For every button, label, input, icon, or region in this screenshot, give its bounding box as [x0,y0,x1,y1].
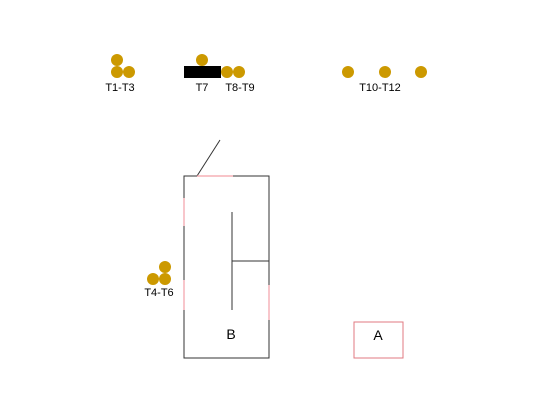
token-group-t7[interactable]: T7 [184,54,221,94]
token[interactable] [111,54,123,66]
room-a-outline [353,321,404,359]
group-label-t7: T7 [196,82,209,94]
token[interactable] [123,66,135,78]
token-group-t10-t12[interactable]: T10-T12 [342,66,427,94]
token[interactable] [221,66,233,78]
group-label-t10-t12: T10-T12 [359,82,401,94]
group-label-t8-t9: T8-T9 [225,82,254,94]
room-b-label: B [226,326,235,342]
room-a[interactable]: A [353,321,404,359]
token-group-t8-t9[interactable]: T8-T9 [221,66,255,94]
black-bar[interactable] [184,66,221,78]
token[interactable] [159,261,171,273]
token[interactable] [415,66,427,78]
room-a-label: A [373,327,383,343]
group-label-t1-t3: T1-T3 [105,82,134,94]
token[interactable] [342,66,354,78]
door-swing-line [196,139,221,177]
token[interactable] [196,54,208,66]
token-group-t1-t3[interactable]: T1-T3 [105,54,135,94]
group-label-t4-t6: T4-T6 [144,287,173,299]
token[interactable] [233,66,245,78]
room-b[interactable]: B [183,139,270,359]
token[interactable] [159,273,171,285]
token-group-t4-t6[interactable]: T4-T6 [144,261,174,299]
token[interactable] [147,273,159,285]
token[interactable] [379,66,391,78]
token[interactable] [111,66,123,78]
